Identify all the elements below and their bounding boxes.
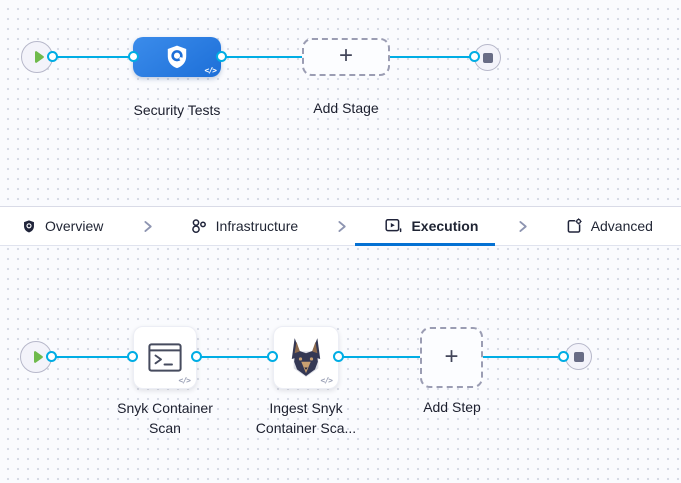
snyk-dog-icon	[288, 337, 324, 379]
stage-config-tabbar: Overview Infrastructure Execution	[0, 206, 681, 246]
terminal-icon	[148, 343, 182, 372]
stage-label: Security Tests	[133, 102, 221, 118]
connector-dot	[191, 351, 202, 362]
tab-overview[interactable]: Overview	[22, 218, 103, 234]
active-tab-underline	[355, 243, 495, 246]
code-icon: </>	[320, 376, 333, 385]
tab-execution[interactable]: Execution	[385, 218, 478, 234]
tab-advanced[interactable]: Advanced	[566, 218, 653, 234]
shield-scan-icon	[164, 44, 190, 70]
connector-line	[483, 356, 558, 358]
connector-dot	[216, 51, 227, 62]
nodes-icon	[191, 218, 207, 234]
plus-icon: +	[444, 342, 459, 370]
connector-dot	[267, 351, 278, 362]
connector-dot	[558, 351, 569, 362]
stop-icon	[482, 52, 493, 63]
code-icon: </>	[178, 376, 191, 385]
add-step-label: Add Step	[423, 399, 481, 415]
step-card-ingest-snyk[interactable]: </>	[273, 326, 339, 389]
connector-line	[221, 56, 302, 58]
add-step-button[interactable]: +	[420, 327, 483, 388]
connector-line	[51, 356, 133, 358]
execution-end-node	[565, 343, 592, 370]
stage-canvas: </> + Security Tests Add Stage	[0, 0, 681, 206]
connector-dot	[46, 351, 57, 362]
connector-dot	[333, 351, 344, 362]
stop-icon	[573, 351, 584, 362]
plus-icon: +	[338, 42, 353, 69]
code-icon: </>	[204, 66, 217, 75]
step-label: Snyk Container Scan	[117, 400, 213, 436]
play-icon	[31, 350, 44, 364]
connector-line	[52, 56, 133, 58]
connector-line	[197, 356, 273, 358]
chevron-right-icon	[335, 220, 348, 233]
play-icon	[32, 50, 45, 64]
play-square-icon	[385, 218, 402, 234]
shield-icon	[22, 219, 36, 234]
connector-dot	[47, 51, 58, 62]
add-stage-button[interactable]: +	[302, 38, 390, 76]
add-stage-label: Add Stage	[313, 100, 379, 116]
connector-dot	[469, 51, 480, 62]
pipeline-end-node	[474, 44, 501, 71]
stage-card-security-tests[interactable]: </>	[133, 37, 221, 77]
tab-infrastructure[interactable]: Infrastructure	[191, 218, 298, 234]
chevron-right-icon	[141, 220, 154, 233]
execution-canvas: </> </> + Snyk Container Sc	[0, 247, 681, 483]
connector-dot	[128, 51, 139, 62]
connector-line	[339, 356, 420, 358]
chevron-right-icon	[516, 220, 529, 233]
step-card-snyk-container-scan[interactable]: </>	[133, 326, 197, 389]
connector-dot	[127, 351, 138, 362]
step-label: Ingest Snyk Container Sca...	[255, 400, 357, 436]
gear-document-icon	[566, 218, 582, 234]
connector-line	[390, 56, 475, 58]
